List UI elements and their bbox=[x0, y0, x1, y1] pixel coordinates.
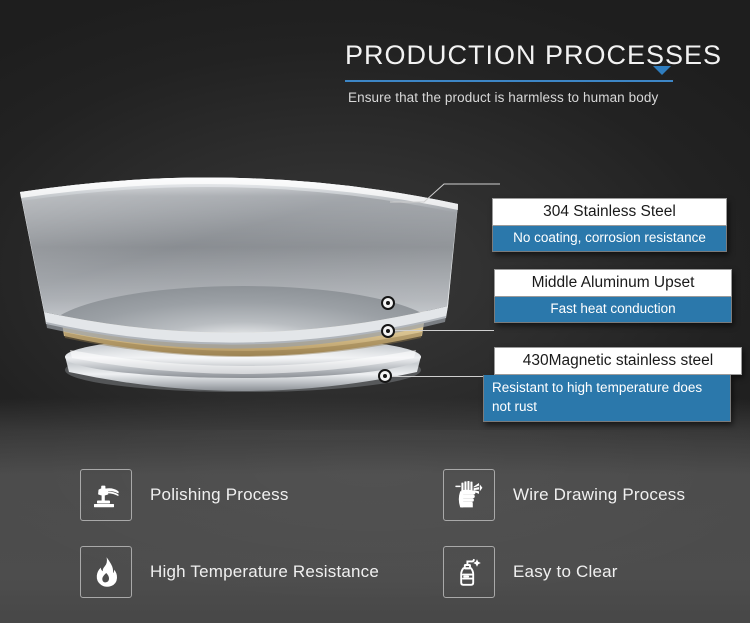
callout-430-magnetic-stainless-steel: 430Magnetic stainless steel Resistant to… bbox=[483, 347, 742, 422]
feature-easy-to-clear[interactable]: Easy to Clear bbox=[443, 546, 618, 598]
polishing-machine-icon bbox=[80, 469, 132, 521]
chevron-down-icon bbox=[653, 66, 671, 75]
callout-subtitle: No coating, corrosion resistance bbox=[492, 226, 727, 252]
leader-line-top bbox=[390, 183, 500, 203]
callout-title: 430Magnetic stainless steel bbox=[494, 347, 742, 375]
leader-line-middle bbox=[392, 330, 494, 331]
callout-subtitle: Fast heat conduction bbox=[494, 297, 732, 323]
page-subtitle: Ensure that the product is harmless to h… bbox=[348, 90, 659, 105]
callout-title: 304 Stainless Steel bbox=[492, 198, 727, 226]
spray-bottle-icon bbox=[443, 546, 495, 598]
background-bottom bbox=[0, 398, 750, 623]
title-underline bbox=[345, 80, 673, 82]
fist-wire-brush-icon bbox=[443, 469, 495, 521]
feature-label: Wire Drawing Process bbox=[513, 485, 686, 504]
callout-dot-1[interactable] bbox=[381, 296, 395, 310]
feature-label: Easy to Clear bbox=[513, 562, 618, 581]
product-illustration bbox=[8, 160, 478, 410]
feature-label: Polishing Process bbox=[150, 485, 289, 504]
feature-label: High Temperature Resistance bbox=[150, 562, 380, 581]
feature-polishing-process[interactable]: Polishing Process bbox=[80, 469, 289, 521]
callout-middle-aluminum-upset: Middle Aluminum Upset Fast heat conducti… bbox=[494, 269, 732, 323]
feature-high-temperature-resistance[interactable]: High Temperature Resistance bbox=[80, 546, 379, 598]
header: PRODUCTION PROCESSES Ensure that the pro… bbox=[345, 38, 745, 105]
feature-wire-drawing-process[interactable]: Wire Drawing Process bbox=[443, 469, 685, 521]
background-sheen bbox=[0, 430, 750, 623]
leader-line-bottom bbox=[390, 376, 490, 377]
callout-dot-3[interactable] bbox=[378, 369, 392, 383]
callout-subtitle: Resistant to high temperature does not r… bbox=[483, 375, 731, 422]
callout-title: Middle Aluminum Upset bbox=[494, 269, 732, 297]
layer-outer-steel-bowl bbox=[20, 177, 458, 349]
flame-icon bbox=[80, 546, 132, 598]
page-title: PRODUCTION PROCESSES bbox=[345, 40, 723, 70]
callout-304-stainless-steel: 304 Stainless Steel No coating, corrosio… bbox=[492, 198, 727, 252]
callout-dot-2[interactable] bbox=[381, 324, 395, 338]
